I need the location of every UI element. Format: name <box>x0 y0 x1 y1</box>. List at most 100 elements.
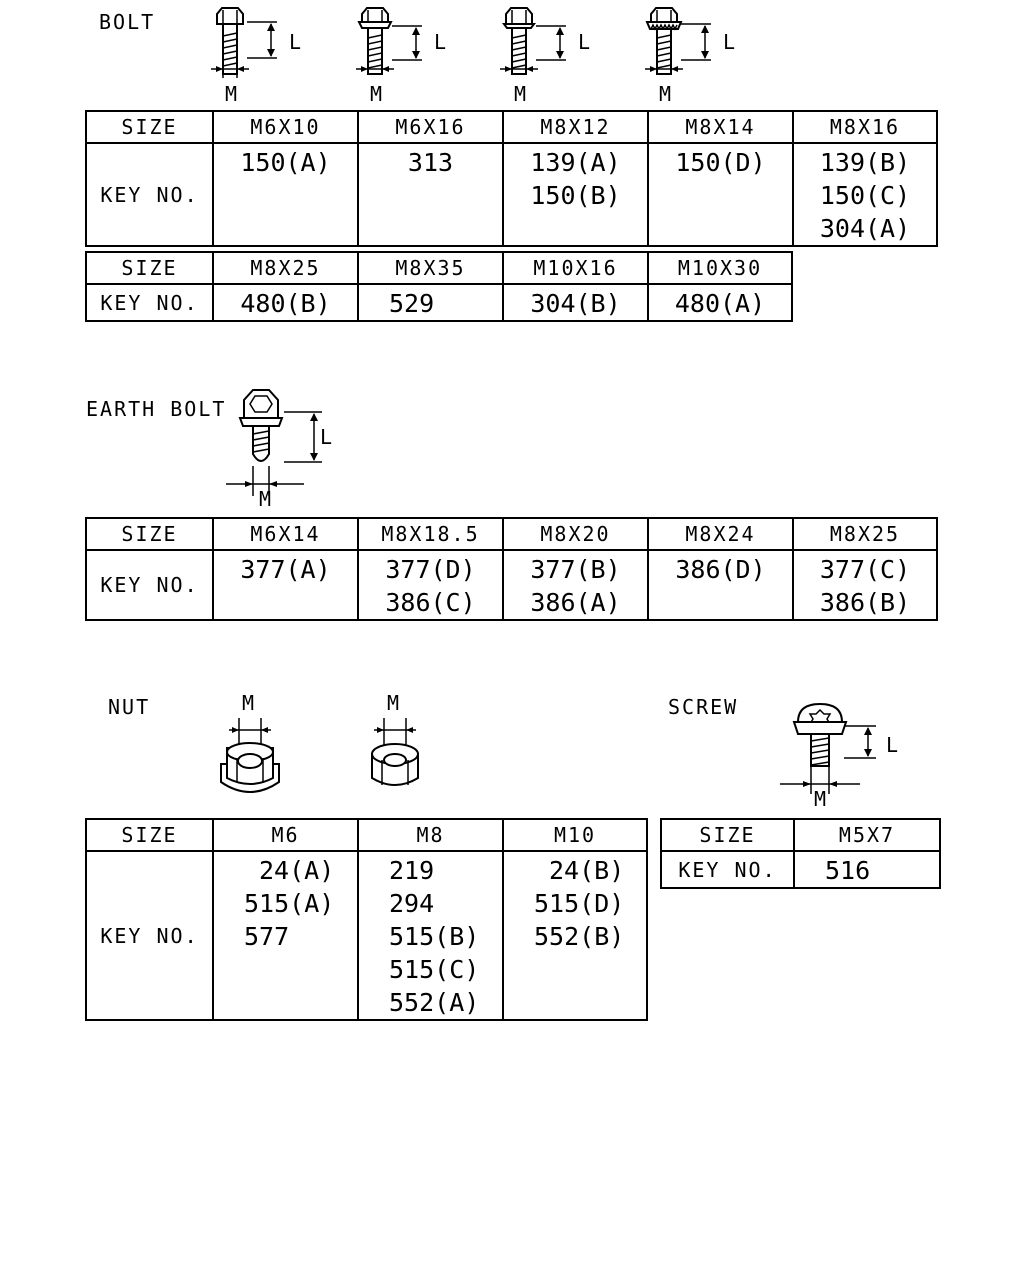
screw-size-table: SIZE M5X7 KEY NO. 516 <box>660 818 941 889</box>
key-no-value: 386(D) <box>675 555 766 584</box>
key-no-value: 377(B) <box>530 555 621 584</box>
dim-l-label: L <box>289 30 301 54</box>
bolt-icon: L M <box>500 7 590 106</box>
key-no-cell: 139(B) 150(C) 304(A) <box>792 142 938 247</box>
dim-l-label: L <box>886 733 898 757</box>
key-no-cell: 377(A) <box>212 549 359 621</box>
size-cell: M8X24 <box>647 517 794 551</box>
bolt-size-table-1: SIZE M6X10 M6X16 M8X12 M8X14 M8X16 KEY N… <box>85 110 938 247</box>
key-no-value: 386(C) <box>385 588 476 617</box>
nut-size-table: SIZE M6 M8 M10 KEY NO. 24(A) 515(A) 577 … <box>85 818 648 1021</box>
size-cell: M8X35 <box>357 251 504 285</box>
dim-m-label: M <box>514 82 526 106</box>
size-cell: M8X12 <box>502 110 649 144</box>
key-no-cell: 386(D) <box>647 549 794 621</box>
size-cell: M8X16 <box>792 110 938 144</box>
size-cell: M10X16 <box>502 251 649 285</box>
dim-m-label: M <box>259 487 271 511</box>
key-no-value: 515(B) <box>389 922 480 951</box>
size-cell: M8X25 <box>792 517 938 551</box>
key-no-value: 480(B) <box>240 289 331 318</box>
key-no-value: 24(A) <box>259 856 335 885</box>
key-no-value: 377(A) <box>240 555 331 584</box>
size-cell: M6X14 <box>212 517 359 551</box>
dim-m-label: M <box>387 691 399 715</box>
key-no-cell: 304(B) <box>502 283 649 322</box>
key-no-value: 139(A) <box>530 148 621 177</box>
key-no-cell: 24(B) 515(D) 552(B) <box>502 850 648 1021</box>
key-no-cell: 150(D) <box>647 142 794 247</box>
key-no-value: 480(A) <box>674 289 766 318</box>
key-no-value: 219 <box>389 856 435 885</box>
key-no-header: KEY NO. <box>85 549 214 621</box>
key-no-value: 515(D) <box>534 889 625 918</box>
key-no-cell: 377(D) 386(C) <box>357 549 504 621</box>
dim-m-label: M <box>659 82 671 106</box>
screw-title: SCREW <box>668 695 739 719</box>
key-no-value: 515(A) <box>244 889 335 918</box>
dim-l-label: L <box>723 30 735 54</box>
size-cell: M8X18.5 <box>357 517 504 551</box>
key-no-header: KEY NO. <box>660 850 795 889</box>
torx-screw-icon: L M <box>780 702 898 811</box>
earth-bolt-size-table: SIZE M6X14 M8X18.5 M8X20 M8X24 M8X25 KEY… <box>85 517 938 621</box>
key-no-value: 529 <box>389 289 435 318</box>
key-no-value: 150(A) <box>240 148 331 177</box>
key-no-value: 386(A) <box>530 588 621 617</box>
hex-nut-icon: M <box>371 691 419 786</box>
key-no-value: 294 <box>389 889 435 918</box>
size-cell: M8X20 <box>502 517 649 551</box>
key-no-value: 577 <box>244 922 290 951</box>
key-no-cell: 480(A) <box>647 283 793 322</box>
earth-bolt-title: EARTH BOLT <box>86 397 227 421</box>
bolt-size-table-2: SIZE M8X25 M8X35 M10X16 M10X30 KEY NO. 4… <box>85 251 793 322</box>
dim-m-label: M <box>370 82 382 106</box>
size-header: SIZE <box>85 251 214 285</box>
key-no-header: KEY NO. <box>85 142 214 247</box>
nut-title: NUT <box>108 695 151 719</box>
dim-l-label: L <box>320 425 332 449</box>
serrated-flange-bolt-icon: L M <box>645 7 735 106</box>
size-cell: M5X7 <box>793 818 941 852</box>
key-no-cell: 529 <box>357 283 504 322</box>
key-no-value: 139(B) <box>819 148 911 177</box>
dim-l-label: L <box>434 30 446 54</box>
key-no-value: 516 <box>825 856 871 885</box>
key-no-cell: 516 <box>793 850 941 889</box>
key-no-value: 150(D) <box>675 148 766 177</box>
key-no-cell: 219 294 515(B) 515(C) 552(A) <box>357 850 504 1021</box>
key-no-header: KEY NO. <box>85 283 214 322</box>
key-no-value: 150(B) <box>530 181 621 210</box>
key-no-cell: 150(A) <box>212 142 359 247</box>
earth-bolt-icon: L M <box>226 389 332 511</box>
size-cell: M6 <box>212 818 359 852</box>
size-header: SIZE <box>85 110 214 144</box>
bolt-title: BOLT <box>99 10 156 34</box>
key-no-cell: 139(A) 150(B) <box>502 142 649 247</box>
key-no-value: 150(C) <box>819 181 911 210</box>
dim-m-label: M <box>242 691 254 715</box>
size-cell: M6X16 <box>357 110 504 144</box>
key-no-cell: 480(B) <box>212 283 359 322</box>
key-no-value: 313 <box>407 148 454 177</box>
size-header: SIZE <box>85 818 214 852</box>
size-cell: M8X14 <box>647 110 794 144</box>
bolt-icon: L M <box>211 7 301 106</box>
size-cell: M8X25 <box>212 251 359 285</box>
key-no-value: 377(C) <box>819 555 911 584</box>
dim-m-label: M <box>225 82 237 106</box>
size-header: SIZE <box>660 818 795 852</box>
key-no-value: 552(A) <box>389 988 480 1017</box>
key-no-cell: 377(B) 386(A) <box>502 549 649 621</box>
key-no-value: 304(A) <box>819 214 911 243</box>
key-no-cell: 313 <box>357 142 504 247</box>
size-cell: M6X10 <box>212 110 359 144</box>
key-no-cell: 377(C) 386(B) <box>792 549 938 621</box>
key-no-value: 515(C) <box>389 955 480 984</box>
size-cell: M8 <box>357 818 504 852</box>
key-no-cell: 24(A) 515(A) 577 <box>212 850 359 1021</box>
size-cell: M10X30 <box>647 251 793 285</box>
key-no-value: 377(D) <box>385 555 476 584</box>
key-no-value: 304(B) <box>530 289 621 318</box>
flange-nut-icon: M <box>220 691 280 793</box>
